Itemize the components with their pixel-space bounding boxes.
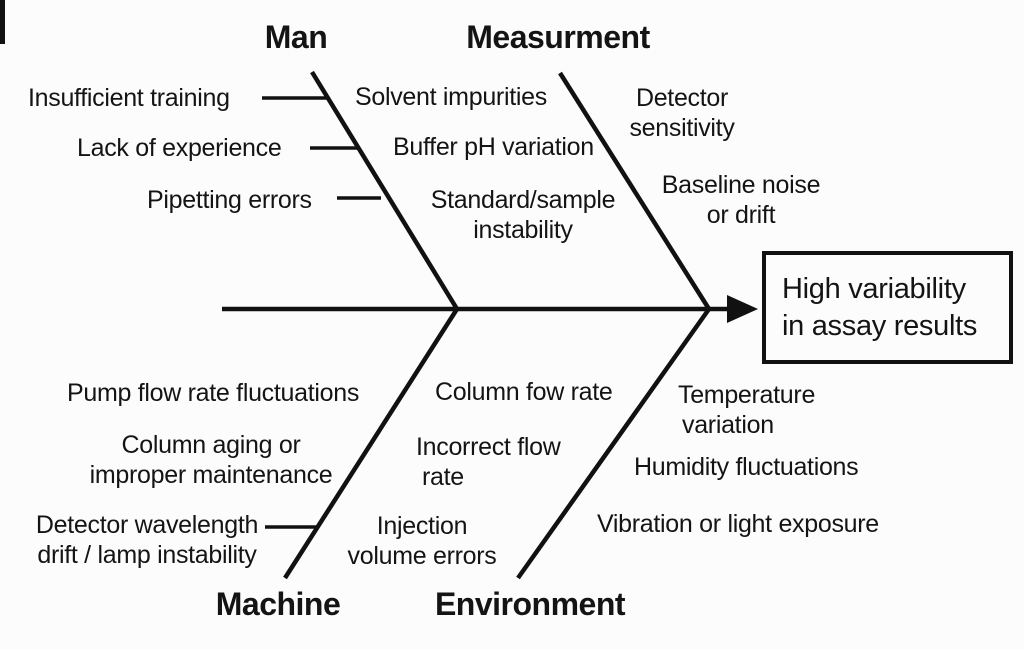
cause-label-injection-volume-errors: Injection volume errors	[347, 512, 497, 570]
category-label-environment: Environment	[434, 586, 626, 622]
measurement-bone-line	[558, 71, 711, 311]
category-label-measurement: Measurment	[466, 19, 650, 55]
effect-text-line: in assay results	[782, 309, 978, 342]
effect-box: High variability in assay results	[762, 251, 1013, 364]
cause-label-solvent-impurities: Solvent impurities	[355, 83, 547, 111]
cause-label-baseline-noise-or-drift: Baseline noise or drift	[661, 171, 821, 229]
environment-bone-line	[516, 307, 711, 580]
category-label-man: Man	[264, 19, 328, 55]
man-bone-line	[310, 70, 459, 311]
cause-label-incorrect-flow-rate: Incorrect flow rate	[416, 433, 561, 491]
cause-label-standard-sample-instability: Standard/sample instability	[430, 186, 616, 244]
cause-label-temperature-variation: Temperature variation	[678, 381, 816, 439]
cause-label-buffer-ph-variation: Buffer pH variation	[393, 133, 594, 161]
spine-arrowhead-icon	[727, 295, 758, 323]
category-label-machine: Machine	[215, 586, 341, 622]
effect-text-line: High variability	[782, 272, 966, 305]
cause-label-pipetting-errors: Pipetting errors	[147, 186, 312, 214]
cause-label-detector-sensitivity: Detector sensitivity	[629, 84, 735, 142]
cause-label-pump-flow-rate-fluctuations: Pump flow rate fluctuations	[67, 379, 360, 407]
screen-edge-artifact	[0, 0, 5, 44]
cause-label-lack-of-experience: Lack of experience	[77, 134, 282, 162]
cause-label-humidity-fluctuations: Humidity fluctuations	[634, 453, 859, 481]
cause-label-column-fow-rate: Column fow rate	[435, 378, 613, 406]
machine-bone-line	[283, 307, 459, 580]
cause-label-column-aging-improper-maintenance: Column aging or improper maintenance	[89, 431, 333, 489]
cause-label-vibration-light-exposure: Vibration or light exposure	[597, 510, 879, 538]
cause-label-detector-wavelength-drift: Detector wavelength drift / lamp instabi…	[35, 511, 259, 569]
cause-label-insufficient-training: Insufficient training	[28, 84, 230, 112]
